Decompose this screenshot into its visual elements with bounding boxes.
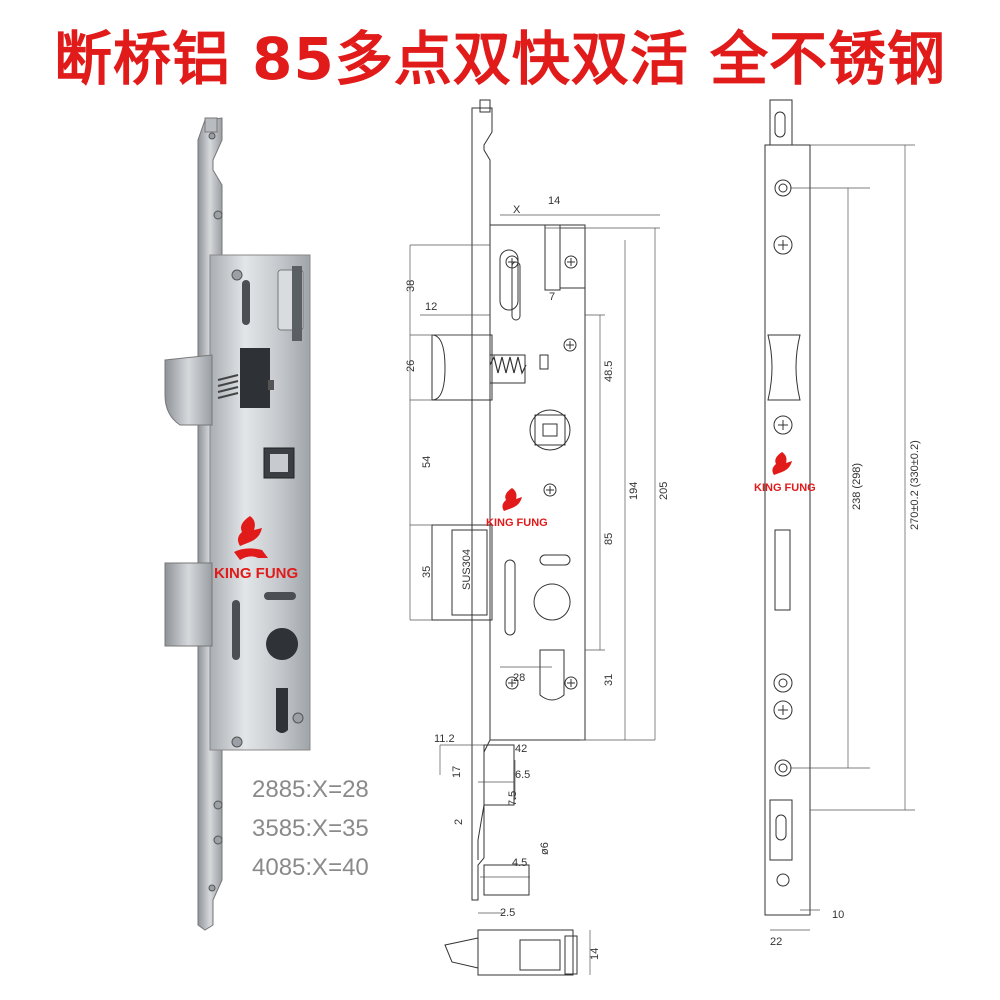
cylinder-hole	[266, 628, 299, 733]
faceplate-dimensions: 238 (298) 270±0.2 (330±0.2) 10 22 KING F…	[754, 440, 921, 948]
svg-text:205: 205	[658, 482, 670, 500]
slot	[292, 266, 302, 341]
slot	[264, 592, 296, 600]
svg-text:38: 38	[405, 280, 417, 292]
latch-bolt	[164, 354, 213, 426]
brand-logo	[502, 488, 522, 511]
faceplate-outline	[471, 107, 493, 901]
svg-text:85: 85	[603, 533, 615, 545]
deadbolt-outline	[431, 524, 493, 621]
svg-text:270±0.2 (330±0.2): 270±0.2 (330±0.2)	[909, 440, 921, 530]
cylinder-outline	[533, 583, 571, 701]
spindle-outline	[534, 414, 566, 446]
screw-icon	[208, 132, 304, 892]
svg-text:2.5: 2.5	[500, 907, 515, 919]
svg-text:194: 194	[628, 482, 640, 500]
svg-text:7: 7	[549, 291, 555, 303]
svg-text:31: 31	[603, 674, 615, 686]
window	[240, 348, 270, 408]
spring	[217, 374, 239, 399]
svg-text:48.5: 48.5	[603, 361, 615, 382]
slot	[242, 280, 250, 325]
svg-text:238 (298): 238 (298)	[851, 463, 863, 510]
brand-logo	[234, 516, 268, 560]
brand-label: KING FUNG	[486, 517, 548, 529]
svg-text:35: 35	[421, 566, 433, 578]
faceplate-strip	[764, 144, 811, 916]
svg-text:7.5: 7.5	[507, 791, 519, 806]
svg-text:14: 14	[589, 948, 601, 960]
svg-text:42: 42	[515, 743, 527, 755]
deadbolt-opening	[774, 529, 791, 611]
tech-drawing	[409, 99, 660, 976]
svg-text:ø6: ø6	[539, 842, 551, 855]
svg-text:6.5: 6.5	[515, 769, 530, 781]
variant-item: 2885:X=28	[252, 776, 369, 803]
svg-text:10: 10	[832, 909, 844, 921]
svg-text:11.2: 11.2	[434, 733, 455, 745]
svg-text:SUS304: SUS304	[461, 549, 473, 590]
svg-text:17: 17	[451, 766, 463, 778]
svg-text:X: X	[513, 204, 521, 216]
faceplate-drawing	[764, 99, 915, 931]
tech-dimensions: X 14 38 12 7 26 48.5 54 194 205 85 35 SU…	[405, 195, 670, 960]
svg-text:22: 22	[770, 936, 782, 948]
variant-item: 4085:X=40	[252, 854, 369, 881]
svg-text:26: 26	[405, 360, 417, 372]
variant-item: 3585:X=35	[252, 815, 369, 842]
brand-label: KING FUNG	[754, 482, 816, 494]
latch-opening	[767, 334, 801, 401]
svg-text:54: 54	[421, 456, 433, 468]
brand-logo	[772, 452, 792, 475]
svg-text:2: 2	[453, 819, 465, 825]
spring-outline	[489, 355, 527, 375]
svg-text:4.5: 4.5	[512, 857, 527, 869]
svg-text:14: 14	[548, 195, 560, 207]
dead-bolt	[164, 562, 213, 647]
slot	[268, 380, 274, 390]
screw-icon	[505, 255, 578, 690]
brand-label: KING FUNG	[214, 565, 298, 582]
screw-icon	[773, 179, 793, 887]
svg-text:28: 28	[513, 672, 525, 684]
bottom-view	[477, 929, 574, 976]
page-title: 断桥铝 85多点双快双活 全不锈钢	[53, 25, 947, 93]
lock-photo: KING FUNG	[164, 117, 311, 931]
faceplate-top-tab	[204, 117, 218, 133]
latch-outline	[431, 334, 493, 401]
svg-text:12: 12	[425, 301, 437, 313]
slot	[232, 600, 240, 660]
case-outline	[489, 224, 586, 741]
variant-list: 2885:X=28 3585:X=35 4085:X=40	[252, 770, 369, 887]
